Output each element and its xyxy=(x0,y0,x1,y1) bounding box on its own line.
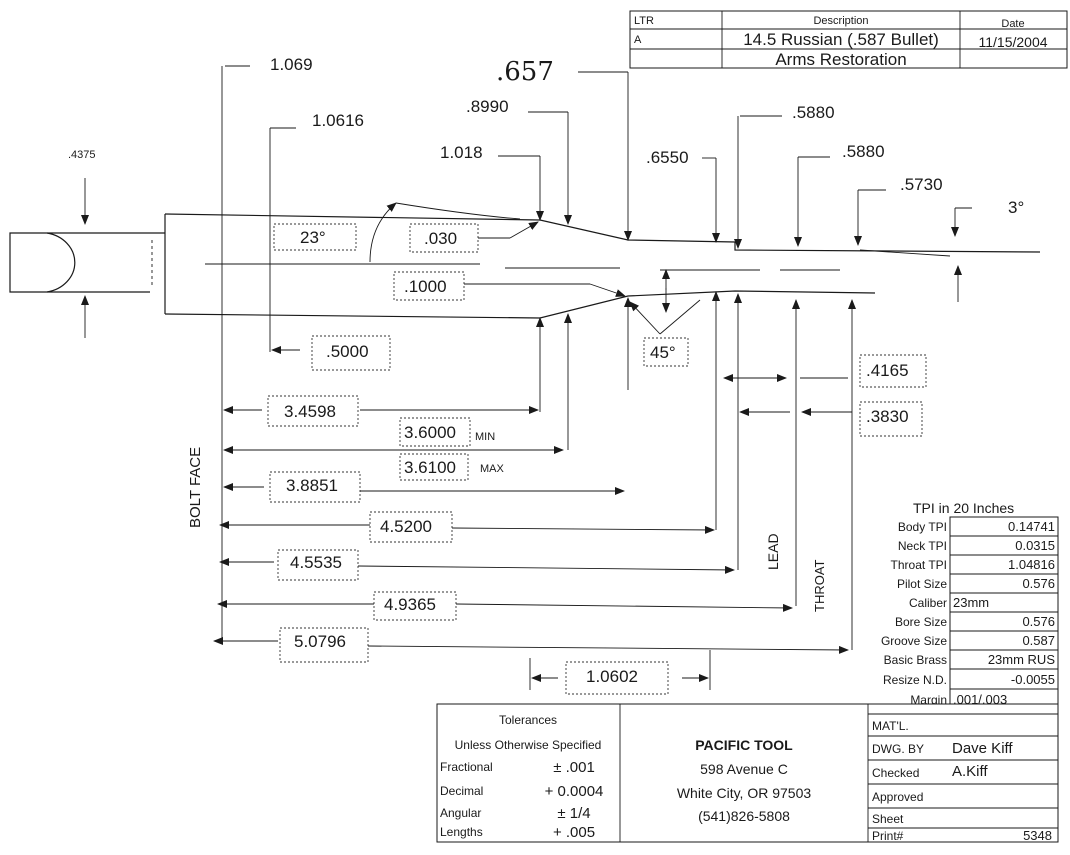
length-36000: 3.6000 xyxy=(404,423,456,442)
dim-4375: .4375 xyxy=(68,149,96,161)
tpi-row-value: 23mm RUS xyxy=(988,652,1056,667)
dim-657-handwritten: .657 xyxy=(496,57,554,87)
tolerance-label: Lengths xyxy=(440,825,483,839)
tolerances-subtitle: Unless Otherwise Specified xyxy=(455,738,602,752)
ltr-header: LTR xyxy=(634,15,654,27)
company-address: 598 Avenue C xyxy=(700,761,788,777)
length-50796: 5.0796 xyxy=(294,632,346,651)
length-45535: 4.5535 xyxy=(290,553,342,572)
revision-block: LTR Description Date A 14.5 Russian (.58… xyxy=(629,10,1068,69)
matl-label: MAT'L. xyxy=(872,719,909,733)
description-line1: 14.5 Russian (.587 Bullet) xyxy=(743,30,939,49)
dim-5000: .5000 xyxy=(326,342,369,361)
description-header: Description xyxy=(813,15,868,27)
company-name: PACIFIC TOOL xyxy=(695,737,793,753)
angle-3-degrees: 3° xyxy=(1008,198,1024,217)
tpi-row-label: Body TPI xyxy=(898,520,947,534)
length-36100-max: MAX xyxy=(480,463,505,475)
bolt-face-label: BOLT FACE xyxy=(187,447,204,528)
length-36100: 3.6100 xyxy=(404,458,456,477)
company-city: White City, OR 97503 xyxy=(677,785,812,801)
case-lower-outline xyxy=(164,290,876,319)
tpi-row-value: 0.576 xyxy=(1022,614,1055,629)
tpi-row-label: Resize N.D. xyxy=(883,673,947,687)
dim-4165: .4165 xyxy=(866,361,909,380)
tolerance-value: ± 1/4 xyxy=(557,805,590,822)
print-label: Print# xyxy=(872,829,904,843)
tpi-row-value: 0.587 xyxy=(1022,633,1055,648)
dim-6550: .6550 xyxy=(646,148,689,167)
length-10602: 1.0602 xyxy=(586,667,638,686)
dwg-by-label: DWG. BY xyxy=(872,742,924,756)
tpi-row-label: Basic Brass xyxy=(884,653,947,667)
tpi-row-value: 0.576 xyxy=(1022,576,1055,591)
tolerance-value: + .005 xyxy=(553,824,595,841)
date-header: Date xyxy=(1001,18,1024,30)
tpi-table: TPI in 20 Inches Body TPI 0.14741 Neck T… xyxy=(881,500,1059,710)
title-block: Tolerances Unless Otherwise Specified Fr… xyxy=(436,703,1059,843)
tpi-row-value: -0.0055 xyxy=(1011,672,1055,687)
description-line2: Arms Restoration xyxy=(775,50,906,69)
tpi-row-label: Bore Size xyxy=(895,615,947,629)
dwg-by-value: Dave Kiff xyxy=(952,740,1013,757)
print-value: 5348 xyxy=(1023,828,1052,843)
dim-030: .030 xyxy=(424,229,457,248)
approved-label: Approved xyxy=(872,790,923,804)
length-45200: 4.5200 xyxy=(380,517,432,536)
tpi-row-value: 1.04816 xyxy=(1008,557,1055,572)
checked-value: A.Kiff xyxy=(952,763,988,780)
lead-label: LEAD xyxy=(765,533,781,570)
tpi-row-label: Groove Size xyxy=(881,634,947,648)
dim-1069: 1.069 xyxy=(270,55,313,74)
tolerance-label: Decimal xyxy=(440,784,483,798)
tolerance-label: Fractional xyxy=(440,760,493,774)
dim-1000: .1000 xyxy=(404,277,447,296)
tpi-row-value: 0.14741 xyxy=(1008,519,1055,534)
tpi-row-value: 0.0315 xyxy=(1015,538,1055,553)
tolerance-value: + 0.0004 xyxy=(545,783,604,800)
tpi-row-value: .001/.003 xyxy=(953,692,1007,707)
bolt-rim-outline xyxy=(9,232,76,293)
length-38851: 3.8851 xyxy=(286,476,338,495)
dim-10616: 1.0616 xyxy=(312,111,364,130)
length-dimensions: 3.4598 3.6000 MIN 3.6100 MAX 3.8851 4.52… xyxy=(213,395,849,695)
revision-block-frame xyxy=(629,10,1068,69)
throat-label: THROAT xyxy=(812,559,827,612)
revision-date: 11/15/2004 xyxy=(978,34,1047,50)
tolerances-title: Tolerances xyxy=(499,713,557,727)
company-phone: (541)826-5808 xyxy=(698,808,790,824)
diameter-leaders: .4375 1.069 1.0616 .657 .8990 1.018 .655… xyxy=(68,55,1024,640)
dim-5730: .5730 xyxy=(900,175,943,194)
case-upper-outline xyxy=(164,213,1041,253)
length-36000-min: MIN xyxy=(475,431,495,443)
revision-letter: A xyxy=(634,34,642,46)
dim-3830: .3830 xyxy=(866,407,909,426)
angle-23-degrees: 23° xyxy=(300,228,326,247)
dim-5880-first: .5880 xyxy=(792,103,835,122)
sheet-label: Sheet xyxy=(872,812,904,826)
angle-callouts: 23° .030 .1000 .5000 45° .4165 .3830 xyxy=(273,202,927,437)
tpi-row-value: 23mm xyxy=(953,595,989,610)
tolerance-value: ± .001 xyxy=(553,759,595,776)
tpi-row-label: Caliber xyxy=(909,596,947,610)
dim-5880-second: .5880 xyxy=(842,142,885,161)
tpi-row-label: Throat TPI xyxy=(891,558,947,572)
angle-45-degrees: 45° xyxy=(650,343,676,362)
length-49365: 4.9365 xyxy=(384,595,436,614)
tolerance-label: Angular xyxy=(440,806,481,820)
dim-1018: 1.018 xyxy=(440,143,483,162)
chamber-profile xyxy=(9,213,1041,319)
dim-8990: .8990 xyxy=(466,97,509,116)
tpi-table-title: TPI in 20 Inches xyxy=(913,500,1014,516)
length-34598: 3.4598 xyxy=(284,402,336,421)
tpi-row-label: Neck TPI xyxy=(898,539,947,553)
checked-label: Checked xyxy=(872,766,919,780)
tpi-row-label: Pilot Size xyxy=(897,577,947,591)
